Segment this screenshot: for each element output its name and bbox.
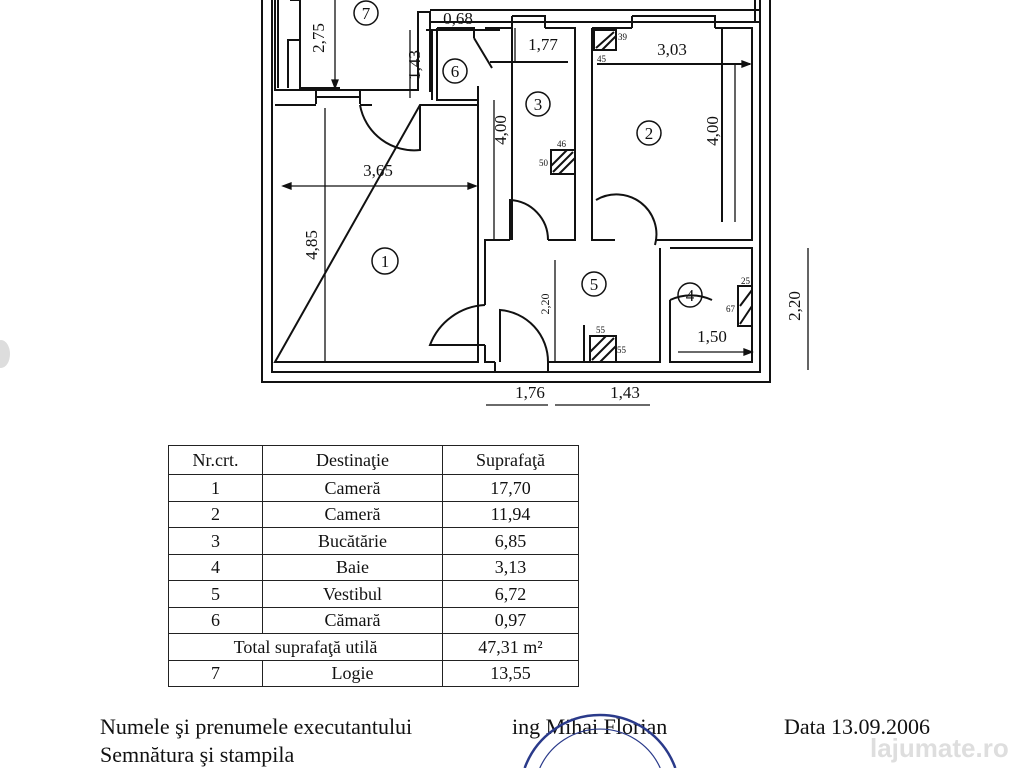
cell-nr: 1	[168, 474, 263, 502]
cell-dest: Baie	[262, 553, 443, 581]
total-value: 47,31 m²	[442, 633, 579, 661]
dim-kitchen-height: 4,00	[491, 115, 510, 145]
hall-walls	[428, 245, 661, 372]
cell-area: 3,13	[442, 553, 579, 581]
outer-walls	[261, 0, 771, 383]
room-number-6: 6	[451, 62, 460, 81]
cell-area: 13,55	[442, 659, 579, 687]
watermark: lajumate.ro	[870, 733, 1009, 763]
hatch-label: 55	[596, 325, 606, 335]
cell-dest: Cameră	[262, 474, 443, 502]
room-number-7: 7	[362, 4, 371, 23]
cell-dest: Logie	[262, 659, 443, 687]
cell-area: 6,72	[442, 580, 579, 608]
cell-area: 0,97	[442, 606, 579, 634]
executant-label: Numele şi prenumele executantului	[100, 714, 413, 739]
hatch-label: 25	[741, 276, 751, 286]
dim-room2-height: 4,00	[703, 116, 722, 146]
cell-nr: 2	[168, 500, 263, 528]
cell-area: 6,85	[442, 527, 579, 555]
cell-dest: Cameră	[262, 500, 443, 528]
cell-dest: Vestibul	[262, 580, 443, 608]
dim-bottom-left: 1,76	[515, 383, 545, 402]
col-destination: Destinaţie	[262, 445, 443, 475]
dim-room1-width: 3,65	[363, 161, 393, 180]
cell-nr: 5	[168, 580, 263, 608]
room-number-circles	[353, 0, 703, 308]
hatch-label: 67	[726, 304, 736, 314]
dim-room2-width: 3,03	[657, 40, 687, 59]
hatch-label: 50	[539, 158, 549, 168]
document-date: Data 13.09.2006	[784, 714, 931, 739]
cell-area: 11,94	[442, 500, 579, 528]
dim-hall-height: 2,20	[538, 294, 552, 315]
hatch-label: 55	[617, 345, 627, 355]
col-area: Suprafaţă	[442, 445, 579, 475]
pantry-walls	[426, 27, 500, 245]
dim-bottom-right: 1,43	[610, 383, 640, 402]
room-number-4: 4	[686, 286, 695, 305]
cell-nr: 4	[168, 553, 263, 581]
cell-dest: Bucătărie	[262, 527, 443, 555]
dimension-lines	[281, 0, 809, 406]
dim-kitchen-width: 1,77	[528, 35, 558, 54]
room-number-5: 5	[590, 275, 599, 294]
table-header: Nr.crt. Destinaţie Suprafaţă	[168, 445, 579, 475]
cell-area: 17,70	[442, 474, 579, 502]
dim-pantry-height: 1,43	[405, 50, 424, 80]
signature-label: Semnătura şi stampila	[100, 742, 295, 767]
cell-dest: Cămară	[262, 606, 443, 634]
dim-pantry-width: 0,68	[443, 9, 473, 28]
cell-nr: 6	[168, 606, 263, 634]
room-number-2: 2	[645, 124, 654, 143]
hatch-label: 39	[618, 32, 628, 42]
total-label: Total suprafaţă utilă	[168, 633, 443, 661]
room-number-3: 3	[534, 95, 543, 114]
room-number-1: 1	[381, 252, 390, 271]
cell-nr: 3	[168, 527, 263, 555]
dim-outer-height: 2,20	[785, 291, 804, 321]
hatch-label: 45	[597, 54, 607, 64]
room-1-walls	[273, 104, 479, 363]
dim-room1-height: 4,85	[302, 230, 321, 260]
cell-nr: 7	[168, 659, 263, 687]
floor-plan: 7 6 3 2 1 5 4 2,75 0,68 1,43 1,77 4,00 3…	[261, 0, 809, 406]
scroll-marker	[0, 340, 10, 368]
dim-bath-width: 1,50	[697, 327, 727, 346]
bath-walls	[669, 247, 753, 363]
col-nr: Nr.crt.	[168, 445, 263, 475]
official-stamp	[523, 713, 677, 768]
logia-outline	[274, 0, 431, 104]
dim-logia-height: 2,75	[309, 23, 328, 53]
hatch-label: 46	[557, 139, 567, 149]
